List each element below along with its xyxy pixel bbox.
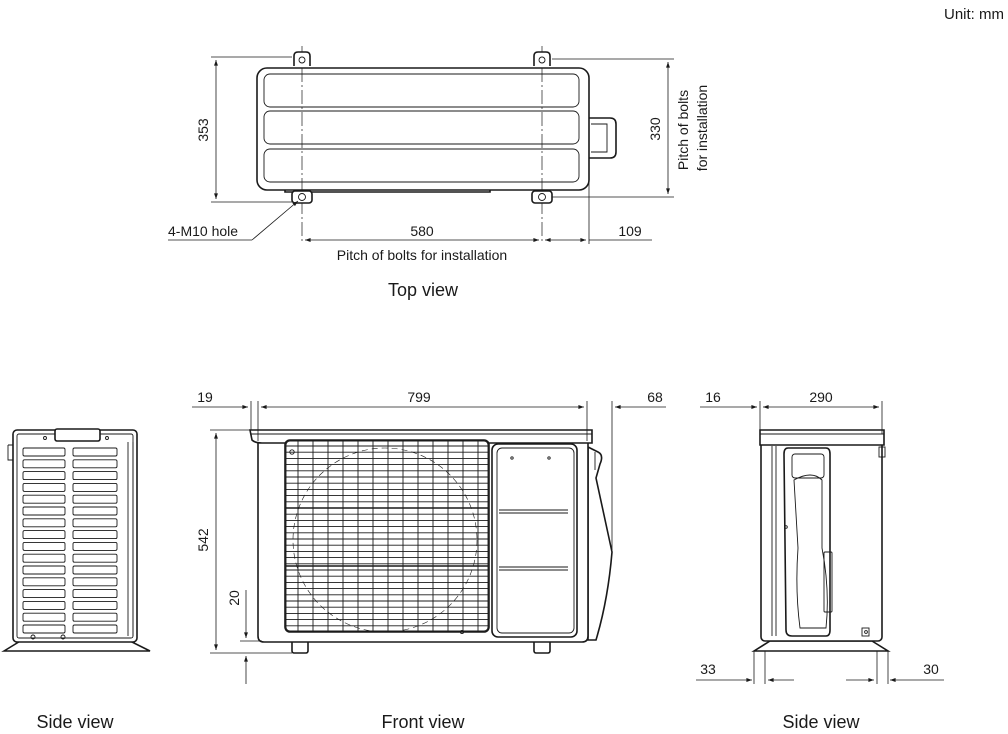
caption-front-view: Front view	[381, 712, 465, 732]
bolt-pitch-width-label: Pitch of bolts for installation	[337, 247, 507, 263]
dim-front-left-offset: 19	[197, 389, 213, 405]
dim-front-height: 542	[195, 528, 211, 552]
bolt-bracket-icon	[293, 51, 551, 66]
bolt-pitch-depth-label-line1: Pitch of bolts	[675, 90, 691, 170]
caption-side-view-right: Side view	[782, 712, 860, 732]
dim-bolt-pitch-depth: 330	[647, 117, 663, 141]
dim-side-depth: 290	[809, 389, 833, 405]
dim-bolt-pitch-width: 580	[410, 223, 434, 239]
dim-side-foot-left: 33	[700, 661, 716, 677]
unit-label: Unit: mm	[944, 6, 1004, 23]
left-side-view	[1, 428, 151, 652]
dim-front-base-height: 20	[226, 590, 242, 606]
right-side-view: 16 290 33 30	[696, 389, 944, 684]
front-view: 19 799 68 542 20	[192, 389, 666, 684]
dim-depth-overall: 353	[195, 118, 211, 142]
caption-side-view-left: Side view	[36, 712, 114, 732]
side-grille-slots	[22, 447, 118, 634]
fan-grille-bars	[286, 445, 488, 627]
dim-front-width: 799	[407, 389, 431, 405]
dim-side-foot-right: 30	[923, 661, 939, 677]
caption-top-view: Top view	[388, 280, 459, 300]
dim-side-left-offset: 16	[705, 389, 721, 405]
hole-label: 4-M10 hole	[168, 223, 238, 239]
dim-front-right-protrusion: 68	[647, 389, 663, 405]
top-view: 353 330 Pitch of bolts for installation …	[168, 46, 710, 263]
dim-right-offset: 109	[618, 223, 642, 239]
bolt-hole-icon	[291, 190, 553, 204]
bolt-pitch-depth-label-line2: for installation	[694, 85, 710, 171]
